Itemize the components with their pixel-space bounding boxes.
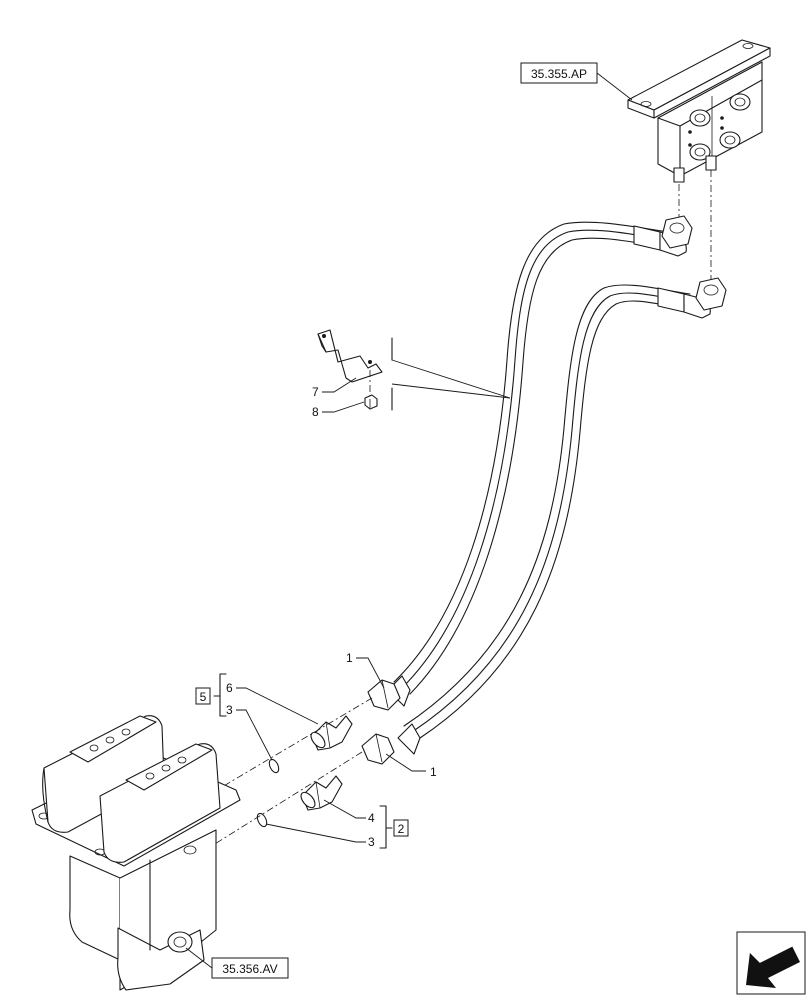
nut bbox=[364, 394, 378, 410]
callout-bracket: 7 bbox=[312, 385, 319, 399]
hose-upper-nut bbox=[367, 675, 411, 711]
callout-hose-upper: 1 bbox=[346, 651, 353, 665]
callout-hose-lower: 1 bbox=[430, 765, 437, 779]
ref-leader-top bbox=[596, 72, 633, 101]
adapter-upper bbox=[310, 715, 353, 751]
hose-upper bbox=[393, 215, 693, 695]
kit-brace-lower bbox=[379, 805, 387, 849]
callout-kit-lower-adapter: 4 bbox=[368, 811, 375, 825]
kit-box-upper bbox=[195, 687, 211, 705]
ref-box-bottom[interactable]: 35.356.AV bbox=[211, 957, 289, 979]
callout-kit-lower-oring: 3 bbox=[368, 835, 375, 849]
bracket bbox=[317, 329, 383, 383]
ref-label-top: 35.355.AP bbox=[531, 67, 587, 81]
callout-kit-upper-oring: 3 bbox=[226, 703, 233, 717]
o-ring-upper bbox=[268, 758, 280, 774]
alignment-line bbox=[199, 697, 373, 801]
ref-leader-bottom bbox=[185, 947, 213, 969]
kit-box-lower bbox=[393, 819, 409, 837]
ref-box-top[interactable]: 35.355.AP bbox=[520, 62, 598, 84]
adapter-lower bbox=[300, 775, 343, 811]
callout-nut: 8 bbox=[312, 405, 319, 419]
arrow-down-left-icon[interactable] bbox=[736, 931, 806, 995]
hose-lower-nut bbox=[361, 723, 421, 765]
hose-lower bbox=[403, 277, 727, 739]
callout-kit-lower: 2 bbox=[398, 822, 405, 836]
o-ring-lower bbox=[256, 812, 268, 828]
kit-brace-upper bbox=[219, 673, 227, 717]
ref-label-bottom: 35.356.AV bbox=[222, 962, 277, 976]
callout-kit-upper: 5 bbox=[200, 690, 207, 704]
valve-block bbox=[627, 39, 771, 183]
foot-pedal bbox=[31, 715, 241, 991]
alignment-line bbox=[185, 751, 363, 863]
callout-kit-upper-adapter: 6 bbox=[226, 681, 233, 695]
